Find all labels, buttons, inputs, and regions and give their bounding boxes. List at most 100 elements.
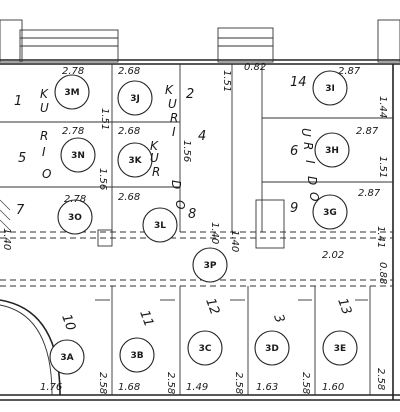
area-label: 2.78 — [64, 194, 86, 205]
upper-room-walls — [0, 64, 393, 249]
room-circle-3M — [54, 74, 90, 110]
lower-room-walls — [111, 286, 371, 395]
letter: U — [40, 101, 49, 115]
letter: O — [173, 200, 187, 209]
room-number: 9 — [290, 201, 298, 216]
area-label: 1.76 — [40, 382, 62, 393]
room-number: 10 — [58, 312, 78, 333]
letter: R — [170, 111, 178, 125]
area-label: 1.56 — [97, 168, 108, 190]
area-labels: 2.78 2.68 0.82 2.87 1.51 1.51 1.44 2.78 … — [1, 62, 388, 394]
room-id-3L: 3L — [154, 221, 166, 231]
area-label: 2.58 — [233, 372, 244, 394]
letter: K — [165, 83, 174, 97]
area-label: 0.88 — [377, 262, 388, 284]
letter: K — [40, 87, 49, 101]
area-label: 2.78 — [62, 66, 84, 77]
letter: R — [40, 129, 48, 143]
area-label: 1.60 — [322, 382, 344, 393]
room-number: 14 — [290, 75, 307, 90]
room-circle-3I — [312, 70, 348, 106]
room-number: 6 — [290, 144, 298, 159]
room-number: 13 — [334, 296, 354, 317]
area-label: 1.44 — [377, 96, 388, 118]
area-label: 1.51 — [221, 70, 232, 92]
room-circle-3H — [314, 132, 350, 168]
room-id-3M: 3M — [64, 88, 79, 98]
corridor-lines — [0, 231, 393, 287]
area-label: 1.51 — [377, 156, 388, 178]
room-id-3C: 3C — [199, 344, 212, 354]
room-circle-3L — [142, 207, 178, 243]
room-circle-3A — [49, 339, 85, 375]
room-id-3D: 3D — [265, 344, 279, 354]
room-id-3N: 3N — [71, 151, 85, 161]
area-label: 1.63 — [256, 382, 278, 393]
letter: O — [307, 192, 321, 201]
area-label: 1.56 — [181, 140, 192, 162]
area-label: 2.02 — [322, 250, 344, 261]
area-label: 1.51 — [99, 108, 110, 130]
room-number: 11 — [136, 308, 156, 329]
letter: R — [152, 165, 160, 179]
room-number: 12 — [202, 296, 222, 317]
area-label: 2.58 — [300, 372, 311, 394]
room-id-3E: 3E — [334, 344, 346, 354]
letter: U — [150, 151, 159, 165]
room-circle-3O — [57, 199, 93, 235]
area-label: 2.58 — [375, 368, 386, 390]
room-id-3H: 3H — [325, 146, 339, 156]
room-id-3O: 3O — [68, 213, 82, 223]
room-number: 7 — [16, 203, 25, 218]
letter: R — [301, 142, 315, 150]
area-label: 2.58 — [97, 372, 108, 394]
area-label: 2.68 — [118, 66, 140, 77]
room-circle-3G — [312, 194, 348, 230]
hatching — [0, 199, 11, 231]
letter: I — [172, 125, 176, 139]
room-number: 4 — [198, 129, 206, 144]
area-label: 1.49 — [186, 382, 208, 393]
area-label: 1.40 — [229, 230, 240, 252]
area-label: 2.87 — [358, 188, 381, 199]
area-label: 1.41 — [375, 226, 386, 248]
room-circle-3C — [187, 330, 223, 366]
letter: I — [303, 160, 317, 164]
room-id-3K: 3K — [128, 156, 142, 166]
room-circle-3K — [117, 142, 153, 178]
area-label: 2.87 — [338, 66, 361, 77]
area-label: 1.40 — [209, 222, 220, 244]
letter: I — [42, 145, 46, 159]
letter: D — [305, 176, 319, 185]
window-openings — [0, 19, 400, 63]
room-number: 3 — [270, 312, 287, 325]
area-label: 2.87 — [356, 126, 379, 137]
letter: K — [150, 139, 159, 153]
area-label: 2.78 — [62, 126, 84, 137]
room-circle-3J — [117, 80, 153, 116]
letter: U — [168, 97, 177, 111]
room-circle-3B — [119, 337, 155, 373]
area-label: 1.40 — [1, 228, 12, 250]
letter: U — [299, 128, 313, 137]
area-label: 2.58 — [165, 372, 176, 394]
room-id-3P: 3P — [204, 261, 217, 271]
room-circle-3N — [60, 137, 96, 173]
room-id-3G: 3G — [323, 208, 337, 218]
room-id-3I: 3I — [325, 84, 335, 94]
letter: O — [42, 167, 51, 181]
curved-corner — [0, 299, 61, 396]
area-label: 2.68 — [118, 126, 140, 137]
room-number: 5 — [18, 151, 26, 166]
room-id-3B: 3B — [130, 351, 143, 361]
area-label: 0.82 — [244, 62, 266, 73]
letter: D — [169, 180, 183, 189]
handwriting-kurido: K U R I D O K U R I O K U R U R I D O — [40, 83, 321, 209]
room-id-3J: 3J — [130, 94, 140, 104]
room-number: 2 — [186, 87, 194, 102]
room-circles: 3M 3J 3I 3N 3K 3H 3O 3L 3G 3P 3A 3B 3C 3… — [49, 70, 358, 375]
room-number: 1 — [14, 94, 22, 109]
room-circle-3P — [192, 247, 228, 283]
area-label: 2.68 — [118, 192, 140, 203]
